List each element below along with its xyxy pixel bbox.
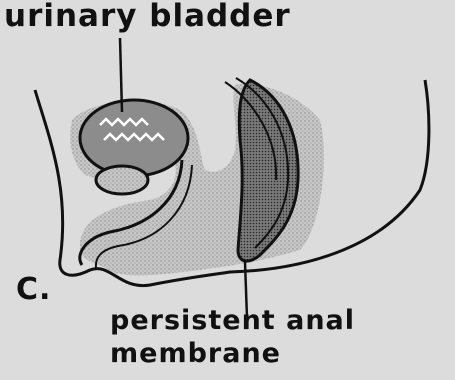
genital-tubercle-section <box>96 166 148 194</box>
anal-membrane-label-line2: membrane <box>110 338 281 369</box>
urinary-bladder-label: urinary bladder <box>4 0 291 34</box>
anal-membrane-label-line1: persistent anal <box>110 305 355 336</box>
urinary-bladder <box>80 100 188 176</box>
panel-label: C. <box>16 272 51 307</box>
